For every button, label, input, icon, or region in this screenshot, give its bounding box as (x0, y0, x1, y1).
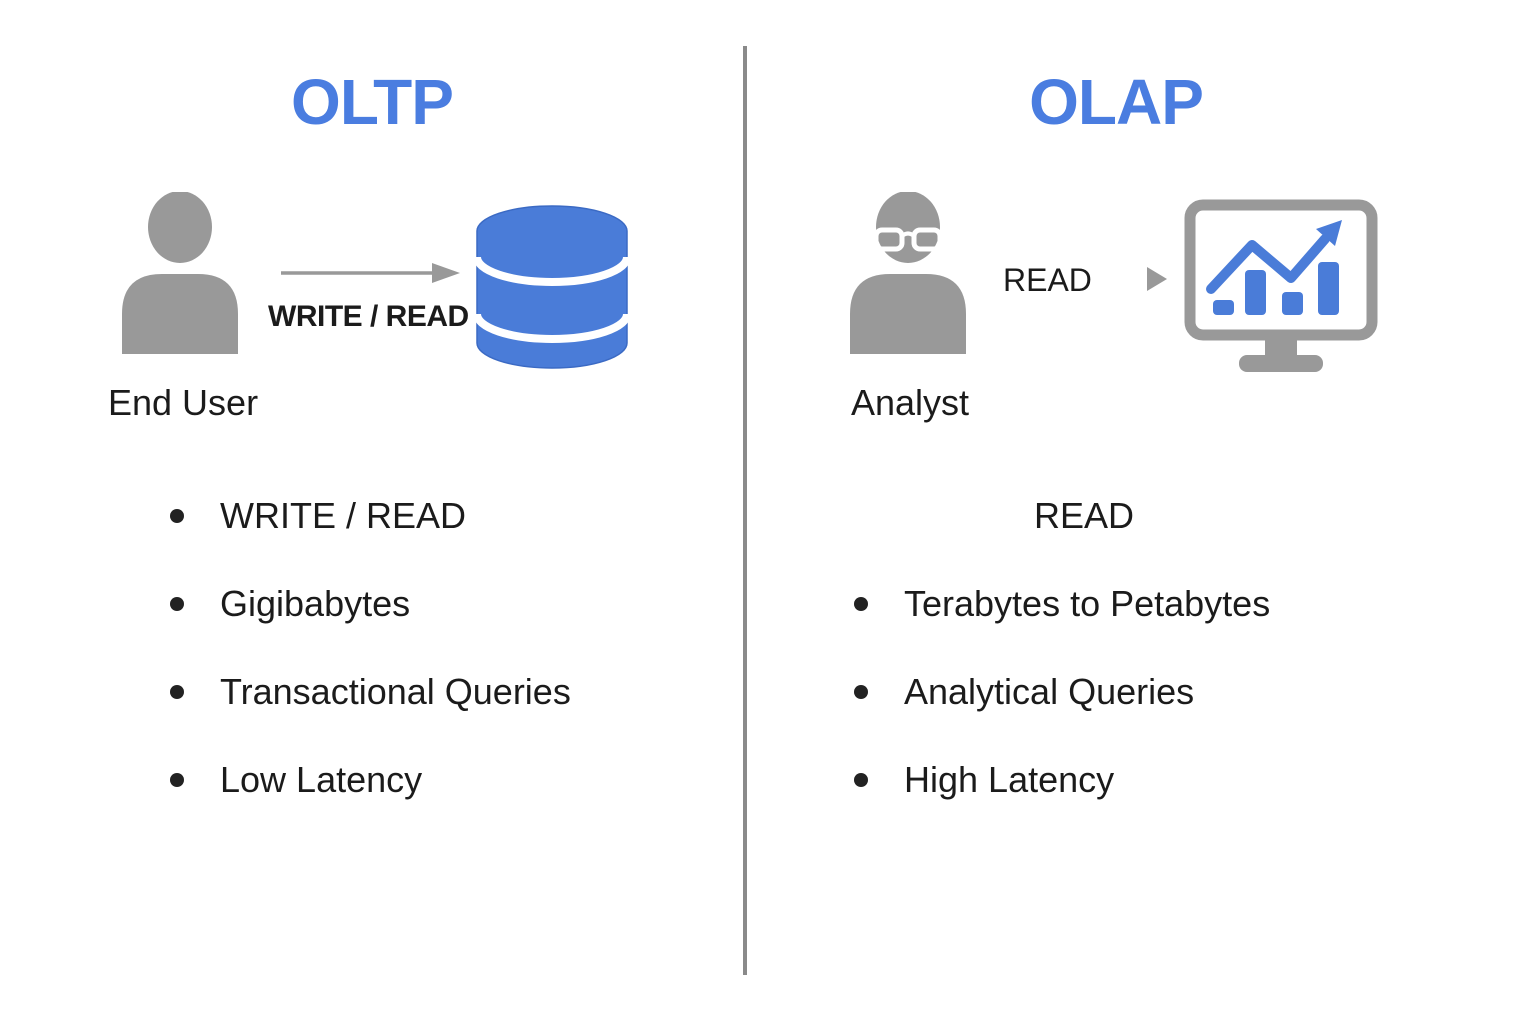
oltp-title: OLTP (291, 66, 454, 138)
list-heading-label: READ (1034, 495, 1135, 536)
end-user-label: End User (108, 382, 259, 423)
column-divider (743, 46, 747, 975)
olap-title: OLAP (1029, 66, 1204, 138)
oltp-bullet-list: WRITE / READ Gigibabytes Transactional Q… (162, 494, 571, 802)
list-item-label: High Latency (904, 759, 1115, 800)
list-item: Transactional Queries (162, 670, 571, 714)
list-item-label: Gigibabytes (220, 583, 411, 624)
write-read-flow-label: WRITE / READ (268, 300, 469, 333)
bullet-dot (854, 773, 868, 787)
list-item-label: Low Latency (220, 759, 423, 800)
list-item: WRITE / READ (162, 494, 571, 538)
triangle-right-icon (1147, 267, 1167, 291)
list-item: Gigibabytes (162, 582, 571, 626)
bullet-dot (170, 597, 184, 611)
bullet-dot (170, 509, 184, 523)
bullet-dot (170, 773, 184, 787)
bullet-dot (170, 685, 184, 699)
monitor-chart-icon (1184, 199, 1378, 372)
arrow-right-icon (281, 263, 460, 283)
list-item: High Latency (846, 758, 1270, 802)
list-item-label: Transactional Queries (220, 671, 571, 712)
list-item-label: Analytical Queries (904, 671, 1195, 712)
olap-bullet-list: READ Terabytes to Petabytes Analytical Q… (846, 494, 1270, 802)
list-item-label: Terabytes to Petabytes (904, 583, 1271, 624)
list-item: Analytical Queries (846, 670, 1270, 714)
list-item-label: WRITE / READ (220, 495, 467, 536)
list-heading: READ (846, 494, 1270, 538)
database-icon (476, 205, 628, 369)
list-item: Low Latency (162, 758, 571, 802)
bar-line-chart-icon (1206, 220, 1342, 315)
analyst-label: Analyst (851, 382, 970, 423)
analyst-user-icon (850, 192, 966, 354)
list-item: Terabytes to Petabytes (846, 582, 1270, 626)
glasses-icon (868, 227, 948, 252)
user-icon (122, 192, 238, 354)
bullet-dot (854, 685, 868, 699)
bullet-dot (854, 597, 868, 611)
read-flow-label: READ (1003, 262, 1092, 298)
